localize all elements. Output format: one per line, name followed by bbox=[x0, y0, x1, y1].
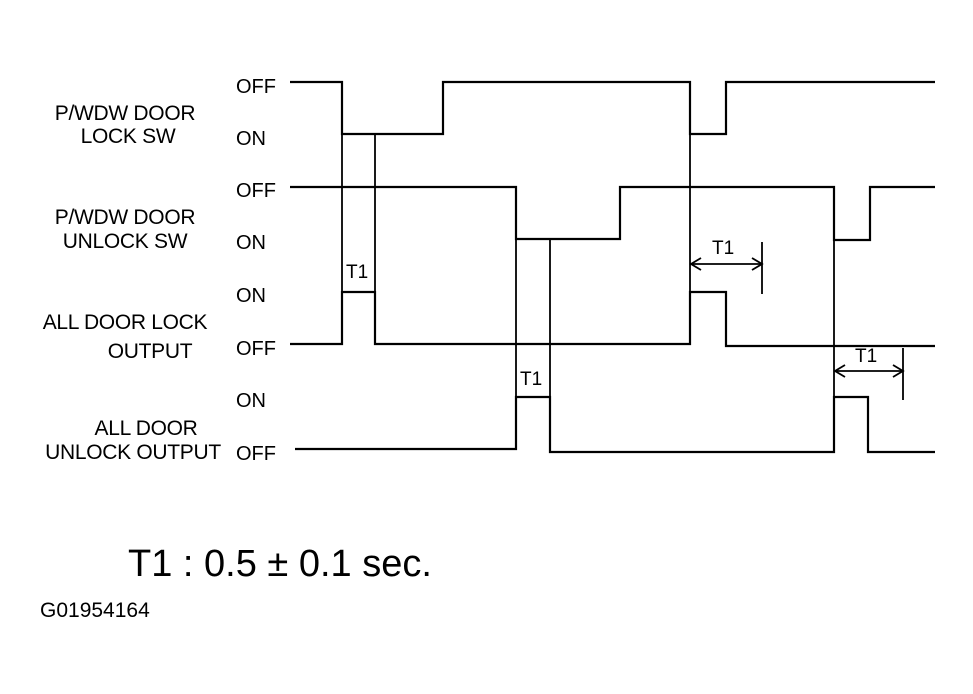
t1-arrowhead-left-lock bbox=[689, 257, 702, 271]
t1-marker-2: T1 bbox=[520, 369, 542, 390]
state-label-unlock-sw-bottom: ON bbox=[236, 232, 266, 254]
t1-dimension-lock: T1 bbox=[689, 238, 764, 294]
state-label-unlock-out-top: ON bbox=[236, 390, 266, 412]
waveform-lock-sw bbox=[290, 80, 935, 136]
signal-label-unlock-output: ALL DOOR UNLOCK OUTPUT bbox=[45, 417, 222, 464]
unlock-sw-label-line1: P/WDW DOOR bbox=[55, 206, 196, 229]
t1-dimension-unlock: T1 bbox=[833, 346, 905, 400]
lock-output-label-line2: OUTPUT bbox=[108, 340, 193, 363]
waveform-lock-output bbox=[290, 290, 935, 348]
lock-sw-label-line1: P/WDW DOOR bbox=[55, 102, 196, 125]
state-label-lock-out-top: ON bbox=[236, 285, 266, 307]
unlock-output-label-line1: ALL DOOR bbox=[94, 417, 197, 440]
waveform-unlock-sw bbox=[290, 185, 935, 242]
t1-marker-1: T1 bbox=[346, 262, 368, 283]
t1-definition: T1 : 0.5 ± 0.1 sec. bbox=[128, 543, 432, 585]
lock-sw-label-line2: LOCK SW bbox=[81, 125, 176, 148]
t1-marker-4: T1 bbox=[855, 346, 877, 367]
unlock-sw-label-line2: UNLOCK SW bbox=[63, 230, 188, 253]
figure-id: G01954164 bbox=[40, 599, 150, 622]
state-label-lock-sw-bottom: ON bbox=[236, 128, 266, 150]
state-label-lock-out-bottom: OFF bbox=[236, 338, 276, 360]
state-label-unlock-out-bottom: OFF bbox=[236, 443, 276, 465]
signal-label-lock-sw: P/WDW DOOR LOCK SW bbox=[55, 102, 196, 148]
lock-output-label-line1: ALL DOOR LOCK bbox=[43, 311, 208, 334]
t1-arrowhead-left-unlock bbox=[833, 364, 846, 378]
t1-marker-3: T1 bbox=[712, 238, 734, 259]
unlock-output-label-line2: UNLOCK OUTPUT bbox=[45, 441, 221, 464]
state-label-lock-sw-top: OFF bbox=[236, 76, 276, 98]
signal-label-unlock-sw: P/WDW DOOR UNLOCK SW bbox=[55, 206, 196, 253]
state-label-unlock-sw-top: OFF bbox=[236, 180, 276, 202]
signal-label-lock-output: ALL DOOR LOCK OUTPUT bbox=[43, 311, 208, 363]
waveform-unlock-output bbox=[295, 395, 935, 454]
